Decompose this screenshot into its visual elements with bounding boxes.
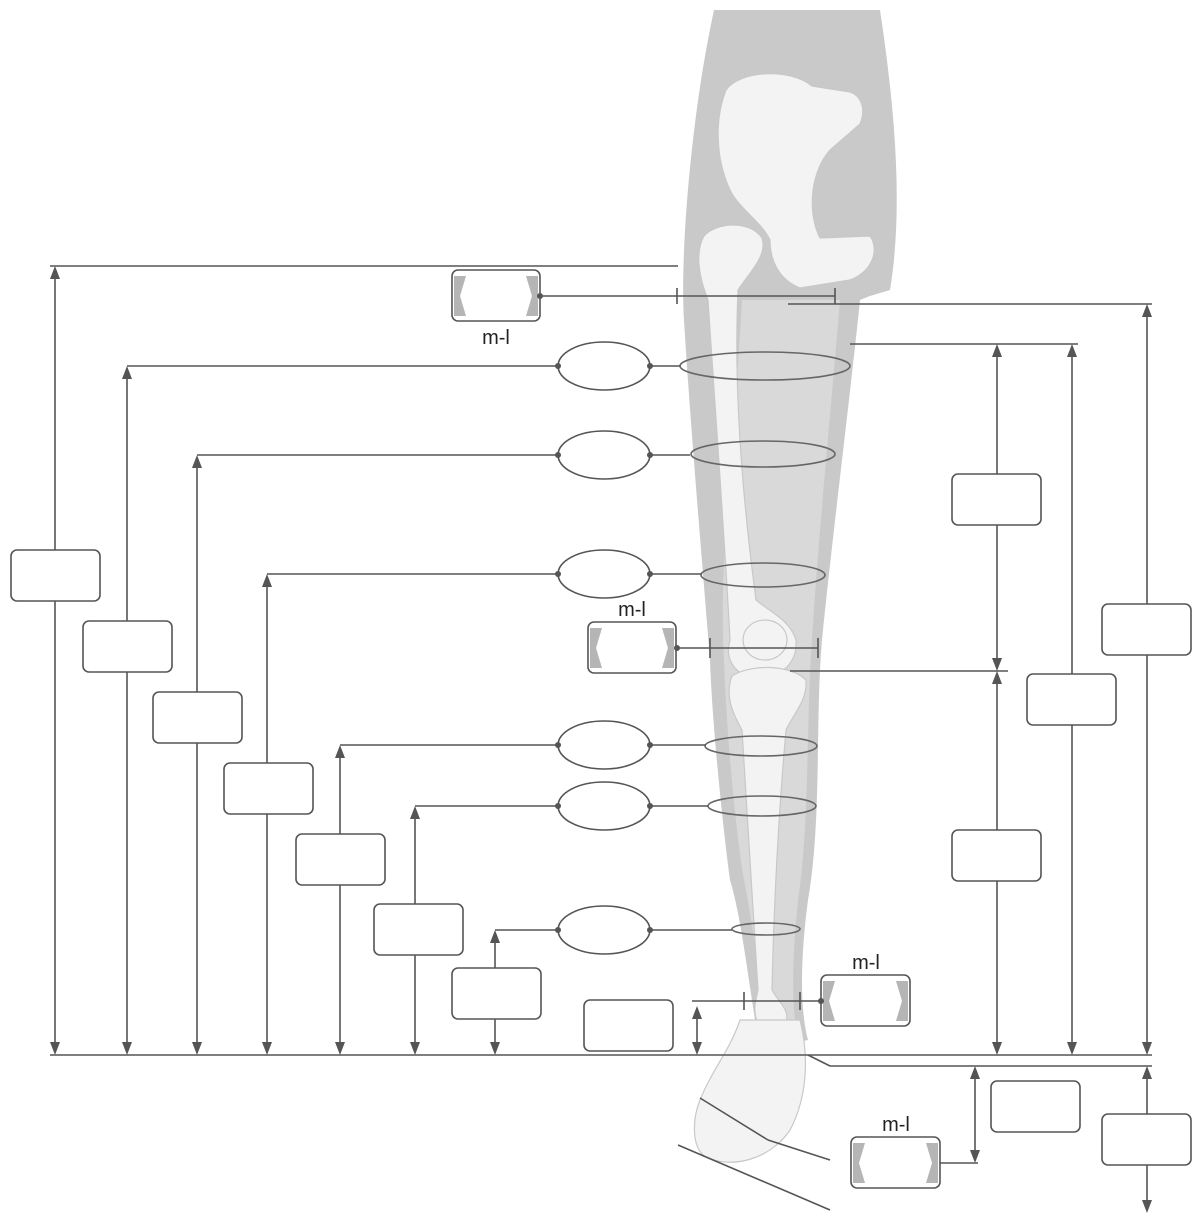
box-lower-thigh-length[interactable] xyxy=(224,763,313,814)
ml-label-hip: m-l xyxy=(482,327,510,349)
box-total-length-right[interactable] xyxy=(1102,604,1191,655)
oval-calf[interactable] xyxy=(558,782,650,830)
box-mid-thigh-length[interactable] xyxy=(153,692,242,743)
box-heel-height[interactable] xyxy=(584,1000,673,1051)
box-total-length-left[interactable] xyxy=(11,550,100,601)
oval-mid-thigh[interactable] xyxy=(558,431,650,479)
box-ankle-length[interactable] xyxy=(452,968,541,1019)
ml-box-knee[interactable]: m-l xyxy=(588,599,680,673)
ml-box-hip[interactable]: m-l xyxy=(452,270,543,349)
foot-bones xyxy=(694,1020,805,1162)
ml-label-ankle: m-l xyxy=(852,952,880,974)
ml-box-foot[interactable]: m-l xyxy=(851,1114,940,1188)
box-calf-length[interactable] xyxy=(374,904,463,955)
box-foot-height[interactable] xyxy=(991,1081,1080,1132)
box-crotch-to-floor[interactable] xyxy=(1027,674,1116,725)
oval-lower-thigh[interactable] xyxy=(558,550,650,598)
box-upper-thigh-length[interactable] xyxy=(83,621,172,672)
box-foot-length[interactable] xyxy=(1102,1114,1191,1165)
ml-label-knee: m-l xyxy=(618,599,646,621)
oval-ankle[interactable] xyxy=(558,906,650,954)
patella-bone xyxy=(743,620,787,660)
oval-upper-thigh[interactable] xyxy=(558,342,650,390)
box-knee-to-floor[interactable] xyxy=(952,830,1041,881)
box-below-knee-length[interactable] xyxy=(296,834,385,885)
box-thigh-to-knee[interactable] xyxy=(952,474,1041,525)
ml-label-foot: m-l xyxy=(882,1114,910,1136)
ml-box-ankle[interactable]: m-l xyxy=(818,952,910,1026)
oval-below-knee[interactable] xyxy=(558,721,650,769)
